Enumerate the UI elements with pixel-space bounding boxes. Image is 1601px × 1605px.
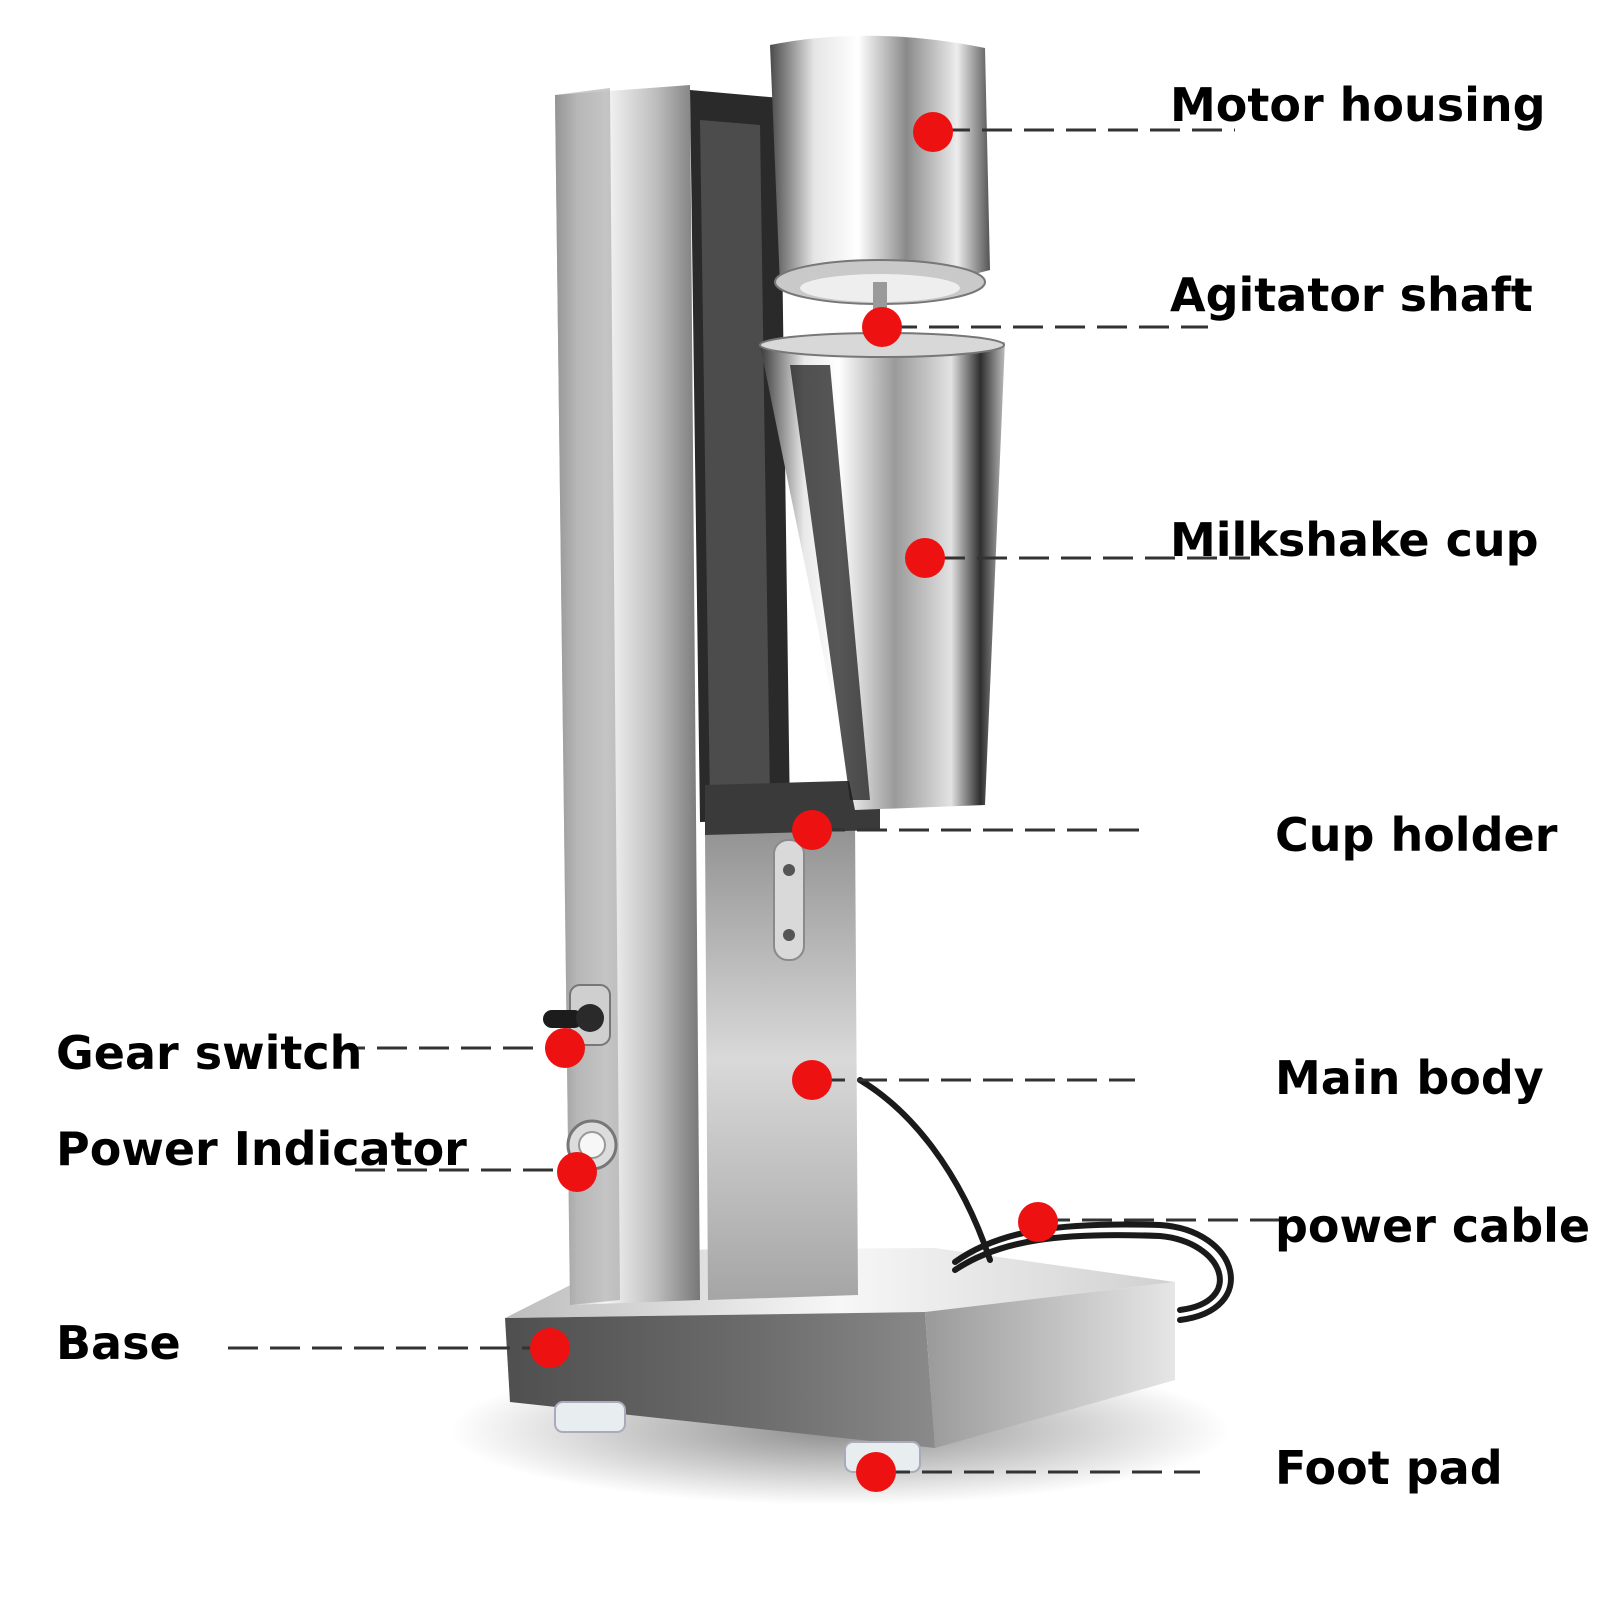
power-cable: [857, 1077, 1234, 1323]
leader-lines: [228, 128, 1285, 1474]
label-power-indicator: Power Indicator: [56, 1122, 467, 1176]
label-milkshake-cup: Milkshake cup: [1170, 513, 1539, 567]
label-foot-pad: Foot pad: [1275, 1441, 1503, 1495]
marker-base: [530, 1328, 570, 1368]
motor-housing: [770, 35, 990, 305]
label-gear-switch: Gear switch: [56, 1026, 363, 1080]
marker-cup-holder: [792, 810, 832, 850]
marker-foot-pad: [856, 1452, 896, 1492]
label-base: Base: [56, 1316, 181, 1370]
marker-milkshake-cup: [905, 538, 945, 578]
marker-motor-housing: [913, 112, 953, 152]
label-motor-housing: Motor housing: [1170, 78, 1546, 132]
markers: [530, 112, 1058, 1492]
marker-agitator-shaft: [862, 307, 902, 347]
gear-switch: [543, 984, 611, 1046]
milkshake-cup: [759, 332, 1005, 810]
marker-power-indicator: [557, 1152, 597, 1192]
label-agitator-shaft: Agitator shaft: [1170, 268, 1533, 322]
label-cup-holder: Cup holder: [1275, 808, 1558, 862]
marker-power-cable: [1018, 1202, 1058, 1242]
label-main-body: Main body: [1275, 1051, 1544, 1105]
cup-holder-bracket: [705, 780, 880, 961]
marker-main-body: [792, 1060, 832, 1100]
marker-gear-switch: [545, 1028, 585, 1068]
label-power-cable: power cable: [1275, 1199, 1591, 1253]
